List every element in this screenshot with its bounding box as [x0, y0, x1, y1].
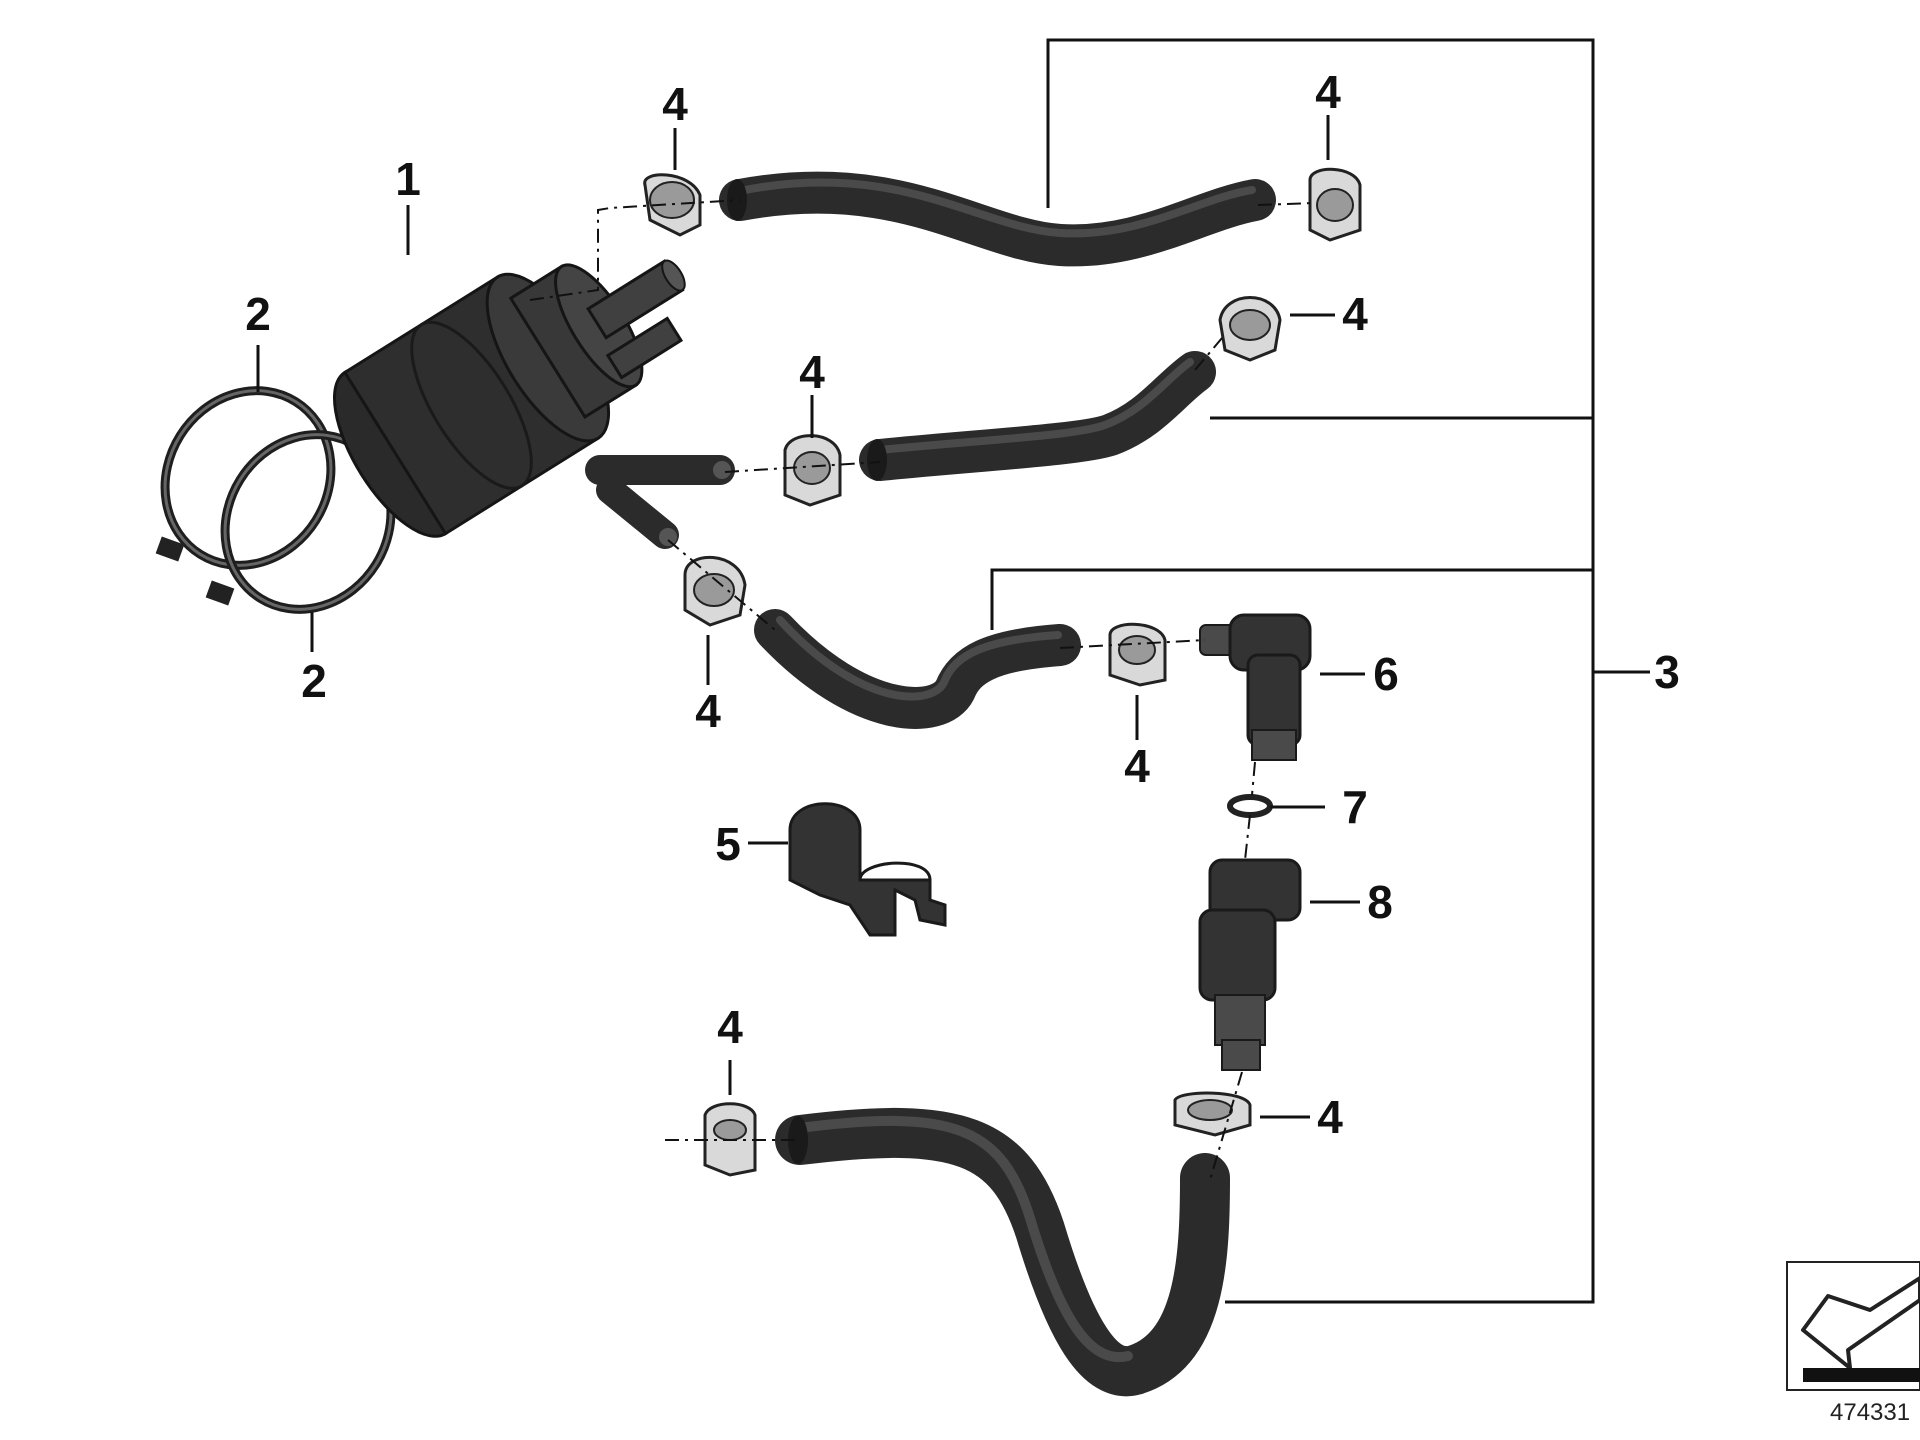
- hose-clamp-6: [1108, 622, 1167, 687]
- hose-clamp-4: [783, 434, 842, 507]
- callout-4-top-right: 4: [1315, 66, 1341, 118]
- washer-pump: [332, 259, 735, 549]
- callout-8: 8: [1367, 876, 1393, 928]
- hose-clamp-2: [1308, 167, 1362, 242]
- callout-4-mid-left: 4: [799, 346, 825, 398]
- leader-lines: [256, 115, 1365, 1119]
- reference-number: 474331: [1830, 1399, 1910, 1426]
- elbow-connector: [1199, 613, 1312, 761]
- band-clamp-upper: [155, 386, 336, 570]
- callout-3: 3: [1654, 646, 1680, 698]
- callout-4-bottom-right: 4: [1317, 1091, 1343, 1143]
- callout-4-mid-right: 4: [1342, 288, 1368, 340]
- callout-4-low-mid: 4: [1124, 740, 1150, 792]
- hose-middle: [859, 351, 1216, 481]
- callout-5: 5: [715, 818, 741, 870]
- hose-top: [719, 171, 1276, 267]
- hose-lower: [754, 609, 1081, 729]
- callout-4-low-left: 4: [695, 685, 721, 737]
- callout-2-upper: 2: [245, 288, 271, 340]
- callout-4-bottom-left: 4: [717, 1001, 743, 1053]
- hose-clamp-8: [1173, 1091, 1252, 1137]
- assembly-lines: [529, 199, 1316, 1181]
- holder: [788, 802, 947, 937]
- hose-clamp-5: [683, 555, 747, 627]
- callout-7: 7: [1342, 781, 1368, 833]
- seal-ring: [1227, 794, 1273, 818]
- callout-1: 1: [395, 153, 421, 205]
- hose-clamp-3: [1218, 296, 1282, 362]
- callout-2-lower: 2: [301, 655, 327, 707]
- hose-bottom: [775, 1107, 1230, 1397]
- callout-4-top-left: 4: [662, 78, 688, 130]
- coupling: [1198, 858, 1302, 1071]
- callout-labels: 1 2 2 3 4 4 4 4 4 4 4 4 5 6 7 8: [245, 66, 1680, 1143]
- callout-6: 6: [1373, 648, 1399, 700]
- hose-set-bracket: [990, 38, 1650, 1304]
- orientation-symbol: [1786, 1261, 1920, 1391]
